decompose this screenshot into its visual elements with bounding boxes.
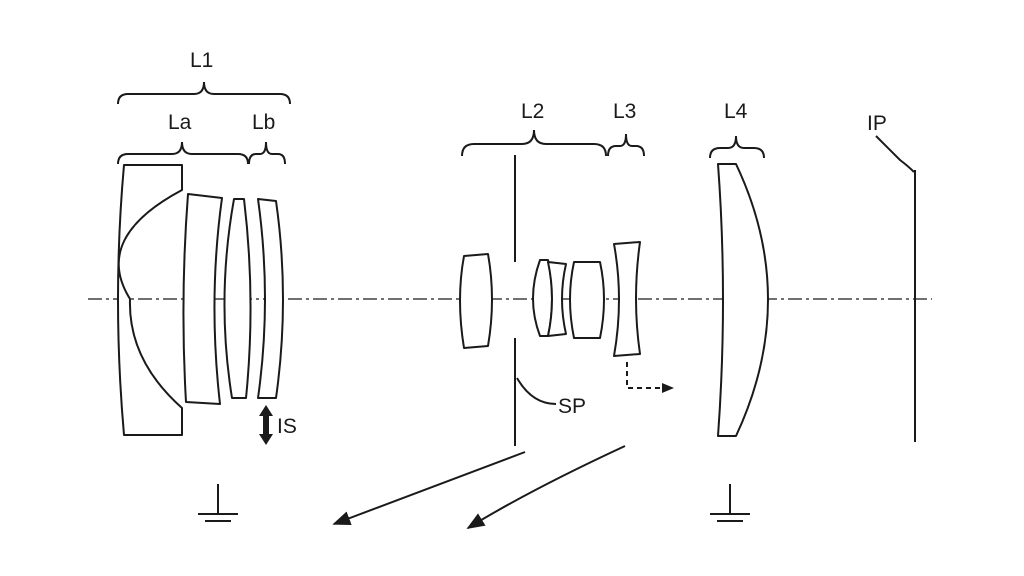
label-l3: L3	[613, 100, 636, 123]
lens-l4-element-1	[717, 163, 769, 437]
label-lb: Lb	[252, 111, 275, 134]
motion-arrow-l3	[466, 445, 626, 529]
label-is: IS	[277, 415, 297, 438]
brace-la	[117, 141, 249, 165]
brace-l4	[709, 135, 765, 159]
motion-arrow-l2	[332, 451, 526, 526]
lens-l1-element-2	[182, 193, 223, 405]
l3-focus-arrowhead	[662, 383, 674, 393]
lens-l1-element-4	[257, 198, 284, 399]
lens-l3-element-1	[613, 241, 641, 357]
label-sp: SP	[558, 395, 586, 418]
l3-focus-arrow	[626, 362, 662, 389]
lens-l1-element-3	[223, 198, 252, 399]
label-ip: IP	[867, 112, 887, 135]
brace-lb	[248, 141, 286, 165]
label-l1: L1	[190, 49, 213, 72]
lens-l1-element-1	[117, 164, 183, 436]
label-l2: L2	[521, 100, 544, 123]
lens-l2-element-3	[547, 261, 567, 337]
label-l4: L4	[724, 100, 748, 123]
fixed-symbol-l4	[710, 484, 750, 522]
brace-l3	[607, 133, 645, 157]
is-arrow	[259, 405, 273, 445]
brace-l1	[117, 81, 291, 105]
lens-l2-element-1	[459, 253, 493, 349]
label-la: La	[168, 111, 192, 134]
brace-l2	[461, 129, 607, 157]
ip-leader	[875, 135, 915, 173]
sp-leader	[516, 377, 557, 405]
lens-l2-element-4	[569, 261, 605, 339]
fixed-symbol-l1	[198, 484, 238, 522]
